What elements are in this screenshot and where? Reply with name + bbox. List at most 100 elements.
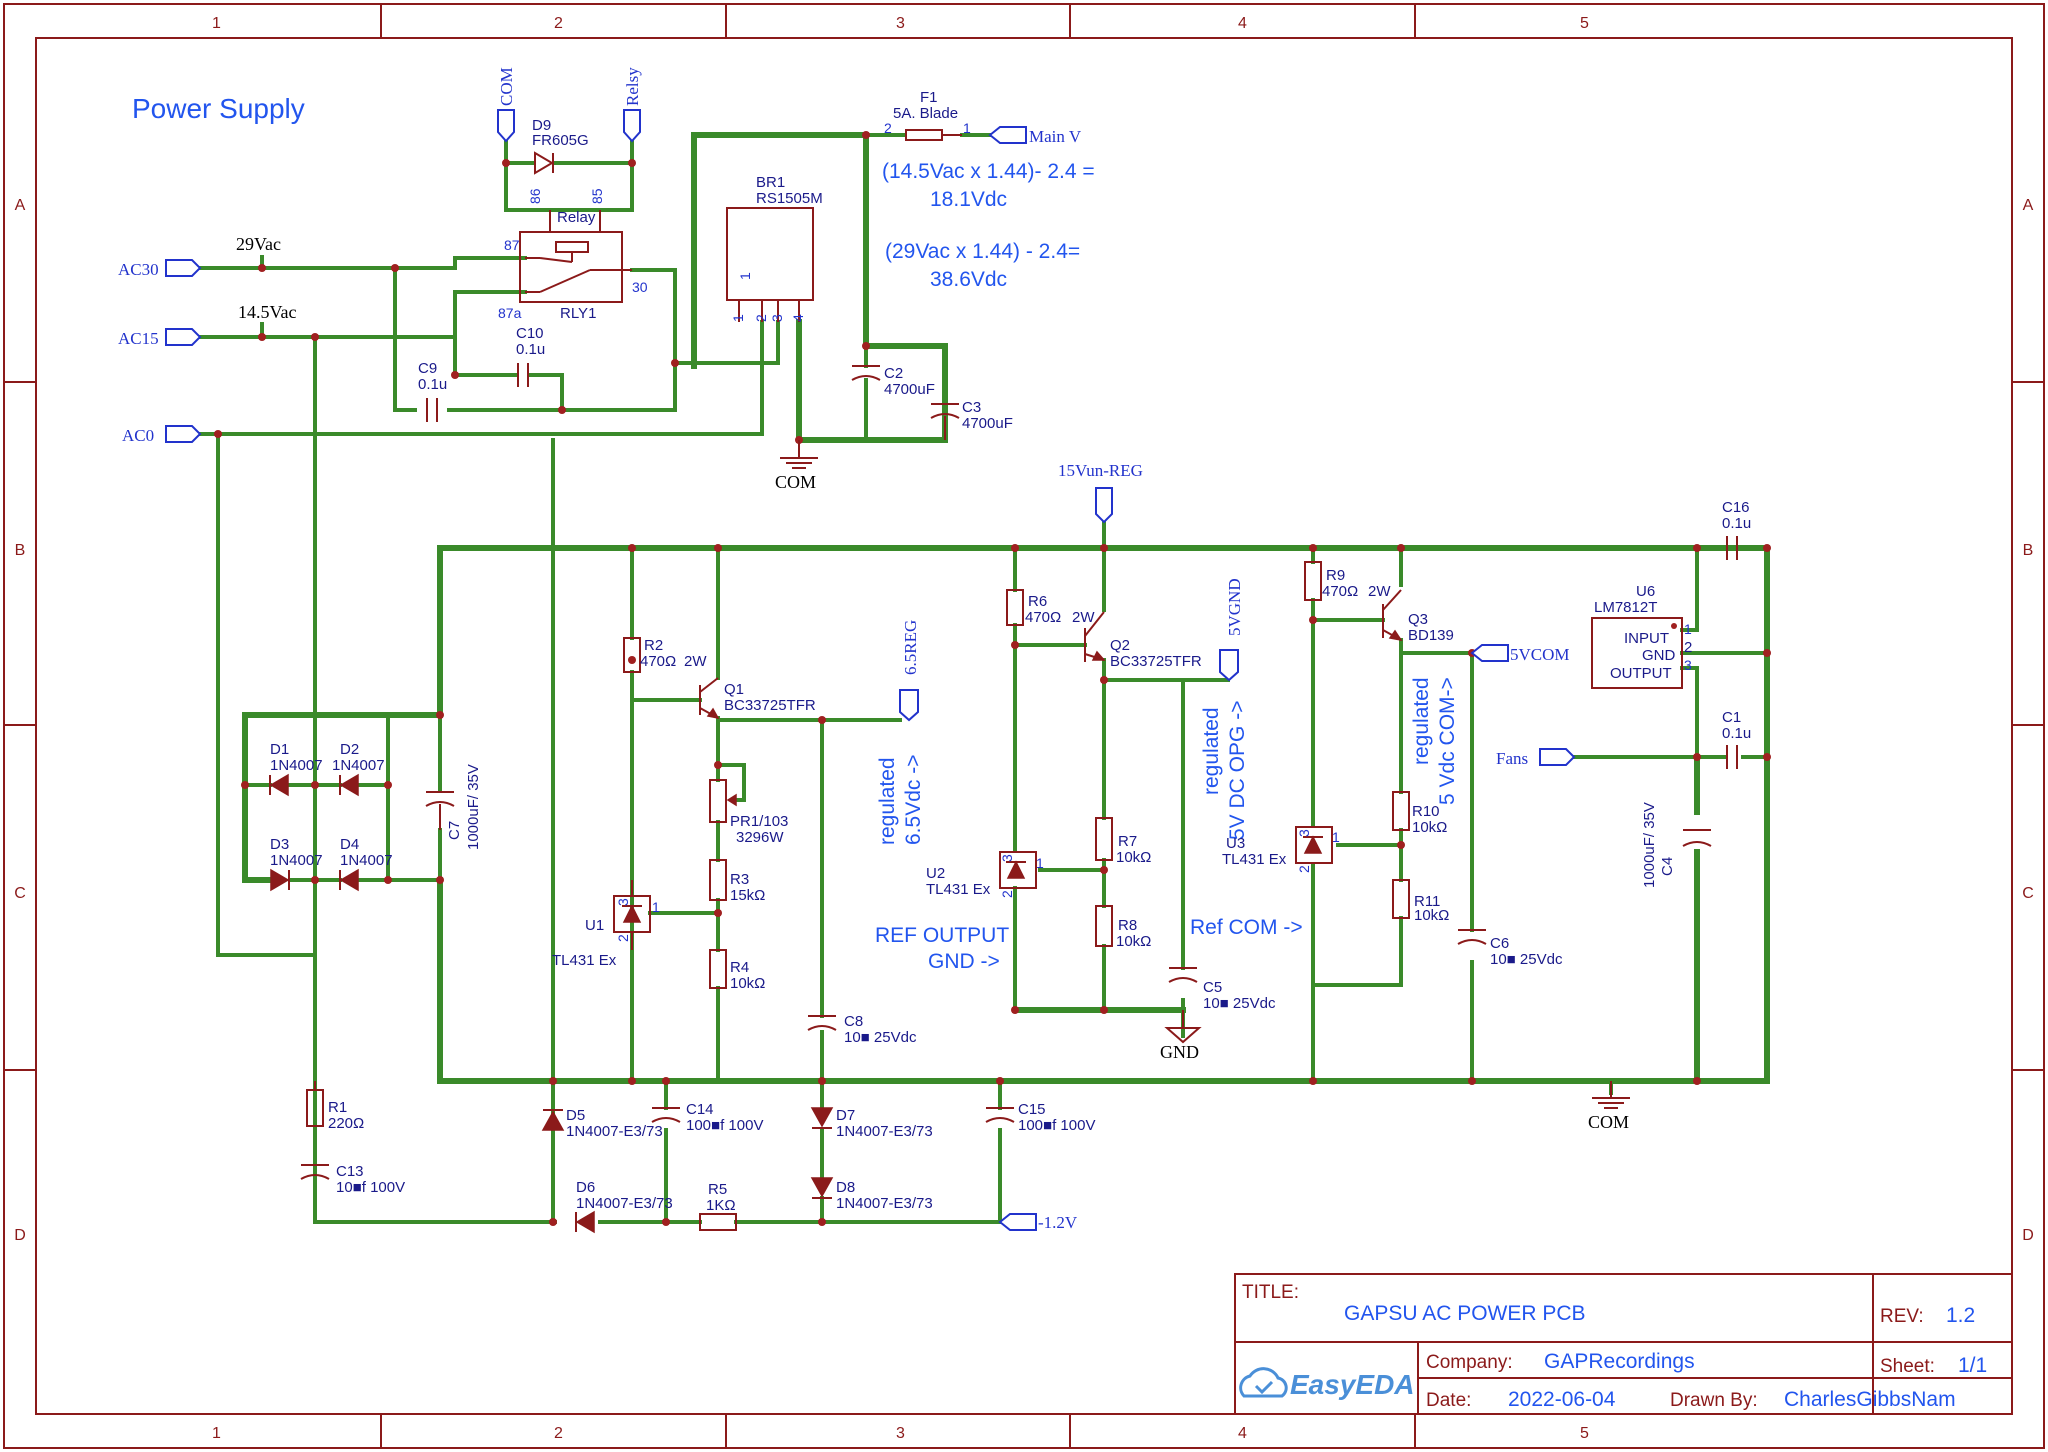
capacitor-c9: C9 0.1u bbox=[418, 360, 447, 422]
svg-text:5 Vdc COM->: 5 Vdc COM-> bbox=[1436, 677, 1459, 805]
svg-text:GND ->: GND -> bbox=[928, 950, 1000, 973]
svg-text:4: 4 bbox=[790, 314, 806, 322]
drawn-by-label: Drawn By: bbox=[1670, 1390, 1758, 1411]
capacitor-c1: C1 0.1u bbox=[1722, 709, 1751, 769]
row-label: B bbox=[2023, 542, 2034, 559]
svg-text:0.1u: 0.1u bbox=[516, 341, 545, 358]
sheet-border bbox=[3, 3, 2045, 1449]
svg-text:BC33725TFR: BC33725TFR bbox=[1110, 653, 1202, 670]
svg-text:1N4007-E3/73: 1N4007-E3/73 bbox=[836, 1195, 933, 1212]
row-label: C bbox=[14, 885, 26, 902]
svg-text:1: 1 bbox=[730, 314, 746, 322]
transistor-q3: Q3 BD139 bbox=[1382, 589, 1454, 644]
svg-text:BD139: BD139 bbox=[1408, 627, 1454, 644]
svg-text:RLY1: RLY1 bbox=[560, 305, 596, 322]
svg-text:R3: R3 bbox=[730, 871, 749, 888]
svg-text:3: 3 bbox=[615, 898, 631, 906]
svg-text:COM: COM bbox=[1588, 1112, 1629, 1132]
diode-d5: D5 1N4007-E3/73 bbox=[541, 1107, 663, 1140]
easyeda-logo: EasyEDA bbox=[1239, 1367, 1415, 1400]
net-flag-ac15: AC15 bbox=[118, 328, 202, 348]
potentiometer-pr1: PR1/103 3296W bbox=[709, 779, 788, 846]
svg-text:regulated: regulated bbox=[876, 757, 899, 845]
svg-text:10■ 25Vdc: 10■ 25Vdc bbox=[1203, 995, 1276, 1012]
svg-text:1: 1 bbox=[1684, 621, 1692, 637]
col-label: 3 bbox=[896, 1425, 905, 1442]
svg-text:C2: C2 bbox=[884, 365, 903, 382]
net-flag-com-top: COM bbox=[497, 67, 516, 143]
svg-text:0.1u: 0.1u bbox=[1722, 725, 1751, 742]
capacitor-c13: C13 10■f 100V bbox=[300, 1163, 405, 1196]
col-label: 1 bbox=[212, 15, 221, 32]
svg-text:1N4007: 1N4007 bbox=[340, 852, 393, 869]
svg-text:COM: COM bbox=[497, 67, 516, 106]
capacitor-c5: C5 10■ 25Vdc bbox=[1168, 967, 1276, 1012]
resistor-r1: R1 220Ω bbox=[306, 1081, 364, 1132]
svg-text:10kΩ: 10kΩ bbox=[1116, 849, 1151, 866]
capacitor-c6: C6 10■ 25Vdc bbox=[1457, 929, 1563, 968]
svg-text:R8: R8 bbox=[1118, 917, 1137, 934]
svg-text:C4: C4 bbox=[1659, 857, 1676, 876]
sheet-label: Sheet: bbox=[1880, 1356, 1935, 1377]
title-label: TITLE: bbox=[1242, 1282, 1299, 1303]
shunt-reference-u1: 1 2 3 U1 TL431 Ex bbox=[552, 880, 660, 969]
svg-text:D8: D8 bbox=[836, 1179, 855, 1196]
capacitor-c10: C10 0.1u bbox=[516, 325, 545, 387]
row-label: A bbox=[2023, 197, 2034, 214]
net-flag-ac0: AC0 bbox=[122, 425, 202, 445]
svg-text:1N4007: 1N4007 bbox=[270, 757, 323, 774]
com-ground-symbol: COM bbox=[1588, 1081, 1630, 1132]
svg-text:10■f 100V: 10■f 100V bbox=[336, 1179, 405, 1196]
net-flag-5vgnd: 5VGND bbox=[1219, 578, 1244, 682]
resistor-r2: R2 470Ω 2W bbox=[623, 637, 707, 673]
transistor-q1: Q1 BC33725TFR bbox=[699, 677, 816, 720]
regulator-u6: U6 LM7812T INPUT GND OUTPUT 1 2 3 bbox=[1591, 583, 1692, 689]
diode-d4: D4 1N4007 bbox=[339, 836, 393, 892]
net-flag-5vcom: 5VCOM bbox=[1470, 644, 1570, 664]
net-flag-ac30: AC30 bbox=[118, 259, 202, 279]
col-label: 5 bbox=[1580, 1425, 1589, 1442]
svg-text:86: 86 bbox=[527, 188, 543, 204]
svg-text:TL431 Ex: TL431 Ex bbox=[926, 881, 991, 898]
svg-text:15kΩ: 15kΩ bbox=[730, 887, 765, 904]
svg-text:1: 1 bbox=[963, 120, 971, 136]
date-value: 2022-06-04 bbox=[1508, 1388, 1616, 1411]
svg-text:D1: D1 bbox=[270, 741, 289, 758]
junctions bbox=[214, 131, 1771, 1226]
resistor-r6: R6 470Ω 2W bbox=[1006, 589, 1095, 626]
row-label: D bbox=[14, 1227, 26, 1244]
svg-text:C1: C1 bbox=[1722, 709, 1741, 726]
svg-text:1: 1 bbox=[1332, 829, 1340, 845]
page-title: Power Supply bbox=[132, 93, 305, 124]
svg-text:R1: R1 bbox=[328, 1099, 347, 1116]
svg-text:1: 1 bbox=[652, 899, 660, 915]
resistor-r10: R10 10kΩ bbox=[1392, 791, 1447, 836]
svg-text:87: 87 bbox=[504, 237, 520, 253]
svg-text:100■f 100V: 100■f 100V bbox=[686, 1117, 763, 1134]
relay-rly1: Relay 86 85 87 87a 30 RLY1 bbox=[498, 188, 648, 322]
svg-text:1N4007: 1N4007 bbox=[270, 852, 323, 869]
company-label: Company: bbox=[1426, 1352, 1513, 1373]
svg-text:Fans: Fans bbox=[1496, 749, 1528, 768]
svg-text:C7: C7 bbox=[446, 821, 463, 840]
com-ground-symbol: COM bbox=[775, 440, 818, 492]
resistor-r11: R11 10kΩ bbox=[1392, 879, 1449, 924]
svg-text:-1.2V: -1.2V bbox=[1038, 1213, 1078, 1232]
svg-text:D6: D6 bbox=[576, 1179, 595, 1196]
svg-text:Ref COM ->: Ref COM -> bbox=[1190, 916, 1303, 939]
row-label: C bbox=[2022, 885, 2034, 902]
svg-text:220Ω: 220Ω bbox=[328, 1115, 364, 1132]
shunt-reference-u3: 1 2 3 U3 TL431 Ex bbox=[1222, 826, 1340, 873]
svg-text:5VGND: 5VGND bbox=[1225, 578, 1244, 636]
company-value: GAPRecordings bbox=[1544, 1350, 1695, 1373]
capacitor-c15: C15 100■f 100V bbox=[985, 1101, 1095, 1134]
ac-voltage-labels: 29Vac 14.5Vac bbox=[236, 234, 296, 322]
svg-text:BR1: BR1 bbox=[756, 174, 785, 191]
fuse-f1: F1 5A. Blade 2 1 bbox=[884, 89, 971, 141]
svg-text:BC33725TFR: BC33725TFR bbox=[724, 697, 816, 714]
svg-text:D2: D2 bbox=[340, 741, 359, 758]
capacitor-c16: C16 0.1u bbox=[1722, 499, 1751, 560]
svg-text:Main V: Main V bbox=[1029, 127, 1082, 146]
resistor-r9: R9 470Ω 2W bbox=[1304, 561, 1391, 601]
gnd-symbol: GND bbox=[1160, 1010, 1202, 1062]
